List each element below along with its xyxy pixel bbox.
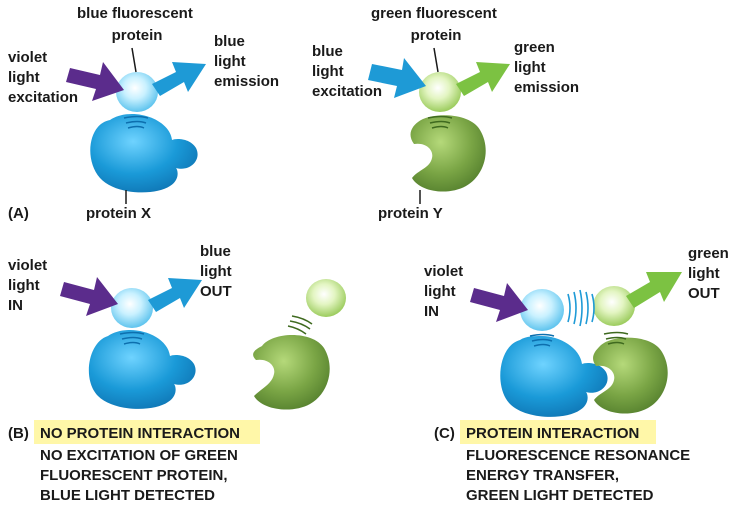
violet-in-label-b: violet light IN [8, 257, 51, 314]
protein-x-fp-stalk [123, 115, 149, 129]
protein-x-body-c [500, 336, 608, 417]
blue-fluorescent-protein-b [111, 288, 153, 328]
protein-y-fp-stalk-b [287, 315, 313, 335]
fp-label-green: green fluorescent protein [371, 5, 501, 44]
panel-b-label: (B) [8, 425, 29, 442]
protein-x-fp-stalk-b [119, 331, 145, 345]
panel-a-protein-y-group: green fluorescent protein blue light exc… [312, 5, 579, 222]
blue-excitation-label: blue light excitation [312, 43, 382, 100]
green-out-arrow-c [626, 272, 682, 308]
green-fluorescent-protein-b [306, 279, 346, 317]
protein-x-fp-stalk-c [529, 333, 555, 347]
violet-in-arrow-c [470, 283, 528, 322]
protein-y-body-c [593, 337, 668, 414]
panel-b-group: violet light IN blue light OUT (B) NO PR… [8, 243, 346, 504]
energy-transfer-waves [567, 289, 595, 327]
green-emission-label: green light emission [514, 39, 579, 96]
violet-in-label-c: violet light IN [424, 263, 467, 320]
panel-b-caption: NO EXCITATION OF GREEN FLUORESCENT PROTE… [40, 447, 242, 504]
blue-out-arrow-b [148, 278, 202, 312]
protein-y-fp-stalk [427, 115, 453, 129]
gfp-pointer-line [433, 47, 439, 73]
panel-c-title-highlight [460, 420, 656, 444]
violet-excitation-label: violet light excitation [8, 49, 78, 106]
panel-c-caption: FLUORESCENCE RESONANCE ENERGY TRANSFER, … [466, 447, 694, 504]
green-out-label-c: green light OUT [688, 245, 733, 302]
blue-emission-label: blue light emission [214, 33, 279, 90]
violet-excitation-arrow [66, 62, 124, 101]
panel-c-group: violet light IN green light OUT (C) PROT… [424, 245, 733, 504]
protein-x-body-b [88, 330, 196, 409]
protein-y-label: protein Y [378, 205, 443, 222]
panel-c-label: (C) [434, 425, 455, 442]
blue-out-label-b: blue light OUT [200, 243, 236, 300]
panel-c-title: PROTEIN INTERACTION [466, 425, 639, 442]
fp-pointer-line [131, 47, 137, 73]
green-fluorescent-protein-c [593, 286, 635, 326]
panel-a-label: (A) [8, 205, 29, 222]
protein-y-fp-stalk-c [603, 331, 629, 345]
violet-in-arrow-b [60, 277, 118, 316]
blue-fluorescent-protein-c [520, 289, 564, 331]
blue-fluorescent-protein [116, 72, 158, 112]
protein-x-body [90, 114, 198, 193]
blue-excitation-arrow [368, 58, 426, 98]
blue-emission-arrow [152, 62, 206, 96]
panel-b-title: NO PROTEIN INTERACTION [40, 425, 240, 442]
green-fluorescent-protein [419, 72, 461, 112]
protein-y-body-b [253, 335, 330, 410]
panel-b-title-highlight [34, 420, 260, 444]
fp-label-blue: blue fluorescent protein [77, 5, 197, 44]
protein-y-body [410, 115, 486, 192]
green-emission-arrow [456, 62, 510, 96]
panel-a-protein-x-group: blue fluorescent protein violet light ex… [8, 5, 279, 222]
protein-x-label: protein X [86, 205, 151, 222]
